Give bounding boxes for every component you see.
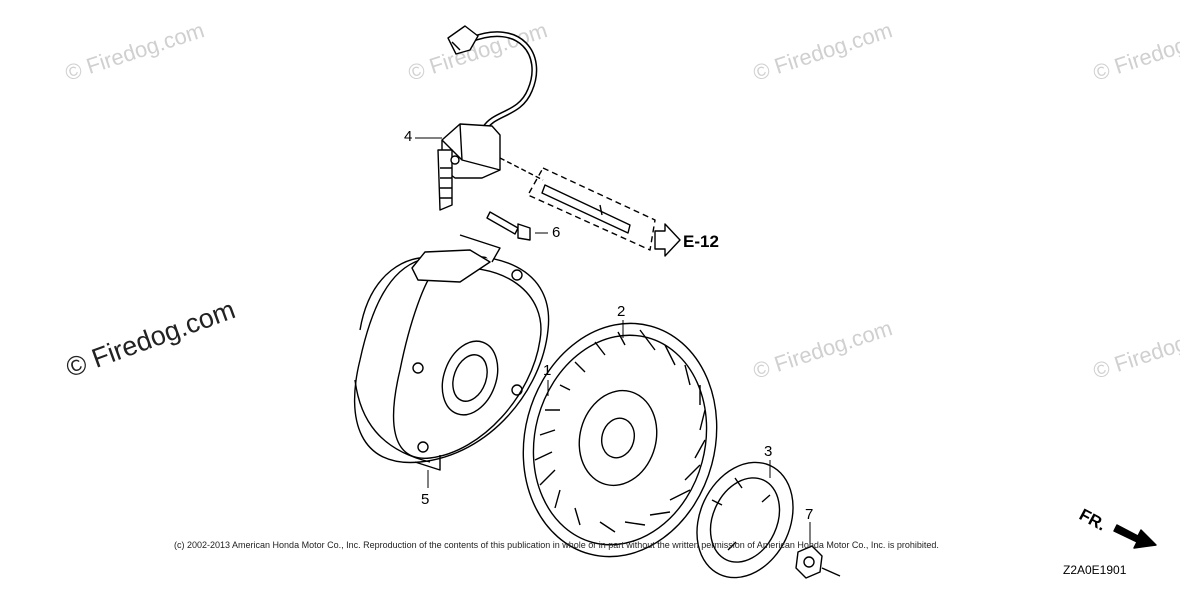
callout-4: 4 <box>404 128 413 145</box>
nut-7 <box>795 545 841 579</box>
callout-5: 5 <box>421 491 430 508</box>
diagram-code: Z2A0E1901 <box>1063 563 1127 577</box>
callout-1: 1 <box>543 362 552 379</box>
stud-detail <box>499 157 656 251</box>
copyright-notice: (c) 2002-2013 American Honda Motor Co., … <box>174 540 939 550</box>
callout-leaders <box>415 137 811 546</box>
callout-3: 3 <box>764 443 773 460</box>
callout-7: 7 <box>805 506 814 523</box>
starter-pulley <box>696 461 794 579</box>
flywheel-cover <box>353 234 550 471</box>
callout-2: 2 <box>617 303 626 320</box>
front-arrow-icon <box>1113 524 1157 549</box>
callout-6: 6 <box>552 224 561 241</box>
flywheel-fan <box>522 322 718 558</box>
ignition-coil <box>437 25 538 211</box>
reference-label: E-12 <box>683 232 719 251</box>
bolt-6 <box>486 211 531 241</box>
reference-arrow <box>654 223 681 257</box>
